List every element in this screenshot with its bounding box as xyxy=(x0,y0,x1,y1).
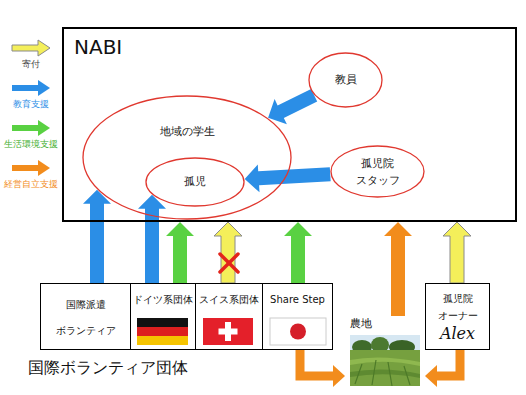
node-text: 孤児院 オーナー xyxy=(432,290,484,324)
legend-text: 生活環境支援 xyxy=(1,138,61,151)
ellipse-shape xyxy=(146,158,244,206)
arrow-body xyxy=(245,164,331,192)
support-arrow xyxy=(268,89,317,124)
support-arrow xyxy=(284,222,312,283)
node-text: NABI xyxy=(74,35,122,59)
node-text: 孤児院 スタッフ xyxy=(353,155,403,189)
donor-box: Share Step xyxy=(262,283,333,350)
group-ellipse: 地域の学生孤児 xyxy=(82,95,292,220)
support-arrow xyxy=(166,222,194,283)
support-arrow xyxy=(384,222,412,316)
arrow-head xyxy=(425,365,437,387)
legend-arrow xyxy=(10,40,52,56)
node-text: 地域の学生 xyxy=(160,125,215,139)
group-label: 国際ボランティア団体 xyxy=(28,358,188,379)
swiss-flag xyxy=(203,318,253,345)
legend-text: 寄付 xyxy=(1,58,61,71)
node-text: Alex xyxy=(440,324,475,343)
legend-arrow xyxy=(10,80,52,96)
support-arrow xyxy=(245,164,331,192)
support-arrow xyxy=(443,222,471,283)
group-ellipse: 孤児院 スタッフ xyxy=(330,145,425,198)
support-arrow xyxy=(138,195,166,283)
farmland-photo xyxy=(350,335,420,386)
node-text: 教員 xyxy=(335,73,357,87)
ellipse-shape xyxy=(309,53,382,107)
arrow-head xyxy=(333,365,345,387)
arrow-body xyxy=(166,222,194,283)
support-arrow xyxy=(83,190,111,283)
organization-box: NABI 地域の学生孤児 教員孤児院 スタッフ xyxy=(62,27,517,222)
legend-text: 経営自立支援 xyxy=(1,178,61,191)
farmland-node: 農地 xyxy=(345,316,425,388)
legend-swatch xyxy=(12,80,50,96)
arrow-body xyxy=(284,222,312,283)
legend-swatch xyxy=(12,120,50,136)
arrow-shaft xyxy=(437,350,460,376)
cross-mark xyxy=(220,254,238,272)
ellipse-shape xyxy=(331,146,424,197)
support-arrow xyxy=(300,350,345,387)
group-ellipse: 教員 xyxy=(308,52,383,108)
node-text: ドイツ系団体 xyxy=(133,293,193,306)
legend-arrow xyxy=(10,160,52,176)
donor-box: 国際派遣 ボランティア xyxy=(40,283,131,350)
donor-box: スイス系団体 xyxy=(195,283,263,350)
group-ellipse: 孤児 xyxy=(145,157,245,207)
arrow-body xyxy=(384,222,412,316)
arrow-body xyxy=(214,222,242,283)
node-text: 孤児 xyxy=(184,175,206,189)
arrow-shaft xyxy=(300,350,333,376)
arrow-body xyxy=(83,190,111,283)
arrow-body xyxy=(443,222,471,283)
legend-text: 教育支援 xyxy=(1,98,61,111)
support-arrow xyxy=(425,350,460,387)
ellipse-shape xyxy=(83,96,291,219)
node-text: 農地 xyxy=(350,317,372,331)
ellipse-outline xyxy=(330,145,425,198)
japanese-flag xyxy=(270,318,326,345)
support-arrow xyxy=(214,222,242,283)
legend-swatch xyxy=(12,160,50,176)
donor-box: ドイツ系団体 xyxy=(130,283,196,350)
owner-box: 孤児院 オーナーAlex xyxy=(425,283,490,350)
arrow-body xyxy=(138,195,166,283)
german-flag xyxy=(137,318,188,345)
legend-arrow xyxy=(10,120,52,136)
node-text: Share Step xyxy=(270,293,325,306)
node-text: スイス系団体 xyxy=(199,293,259,306)
arrow-body xyxy=(268,89,317,124)
ellipse-outline xyxy=(82,95,292,220)
legend-swatch xyxy=(12,40,50,56)
node-text: 国際派遣 ボランティア xyxy=(53,292,119,344)
